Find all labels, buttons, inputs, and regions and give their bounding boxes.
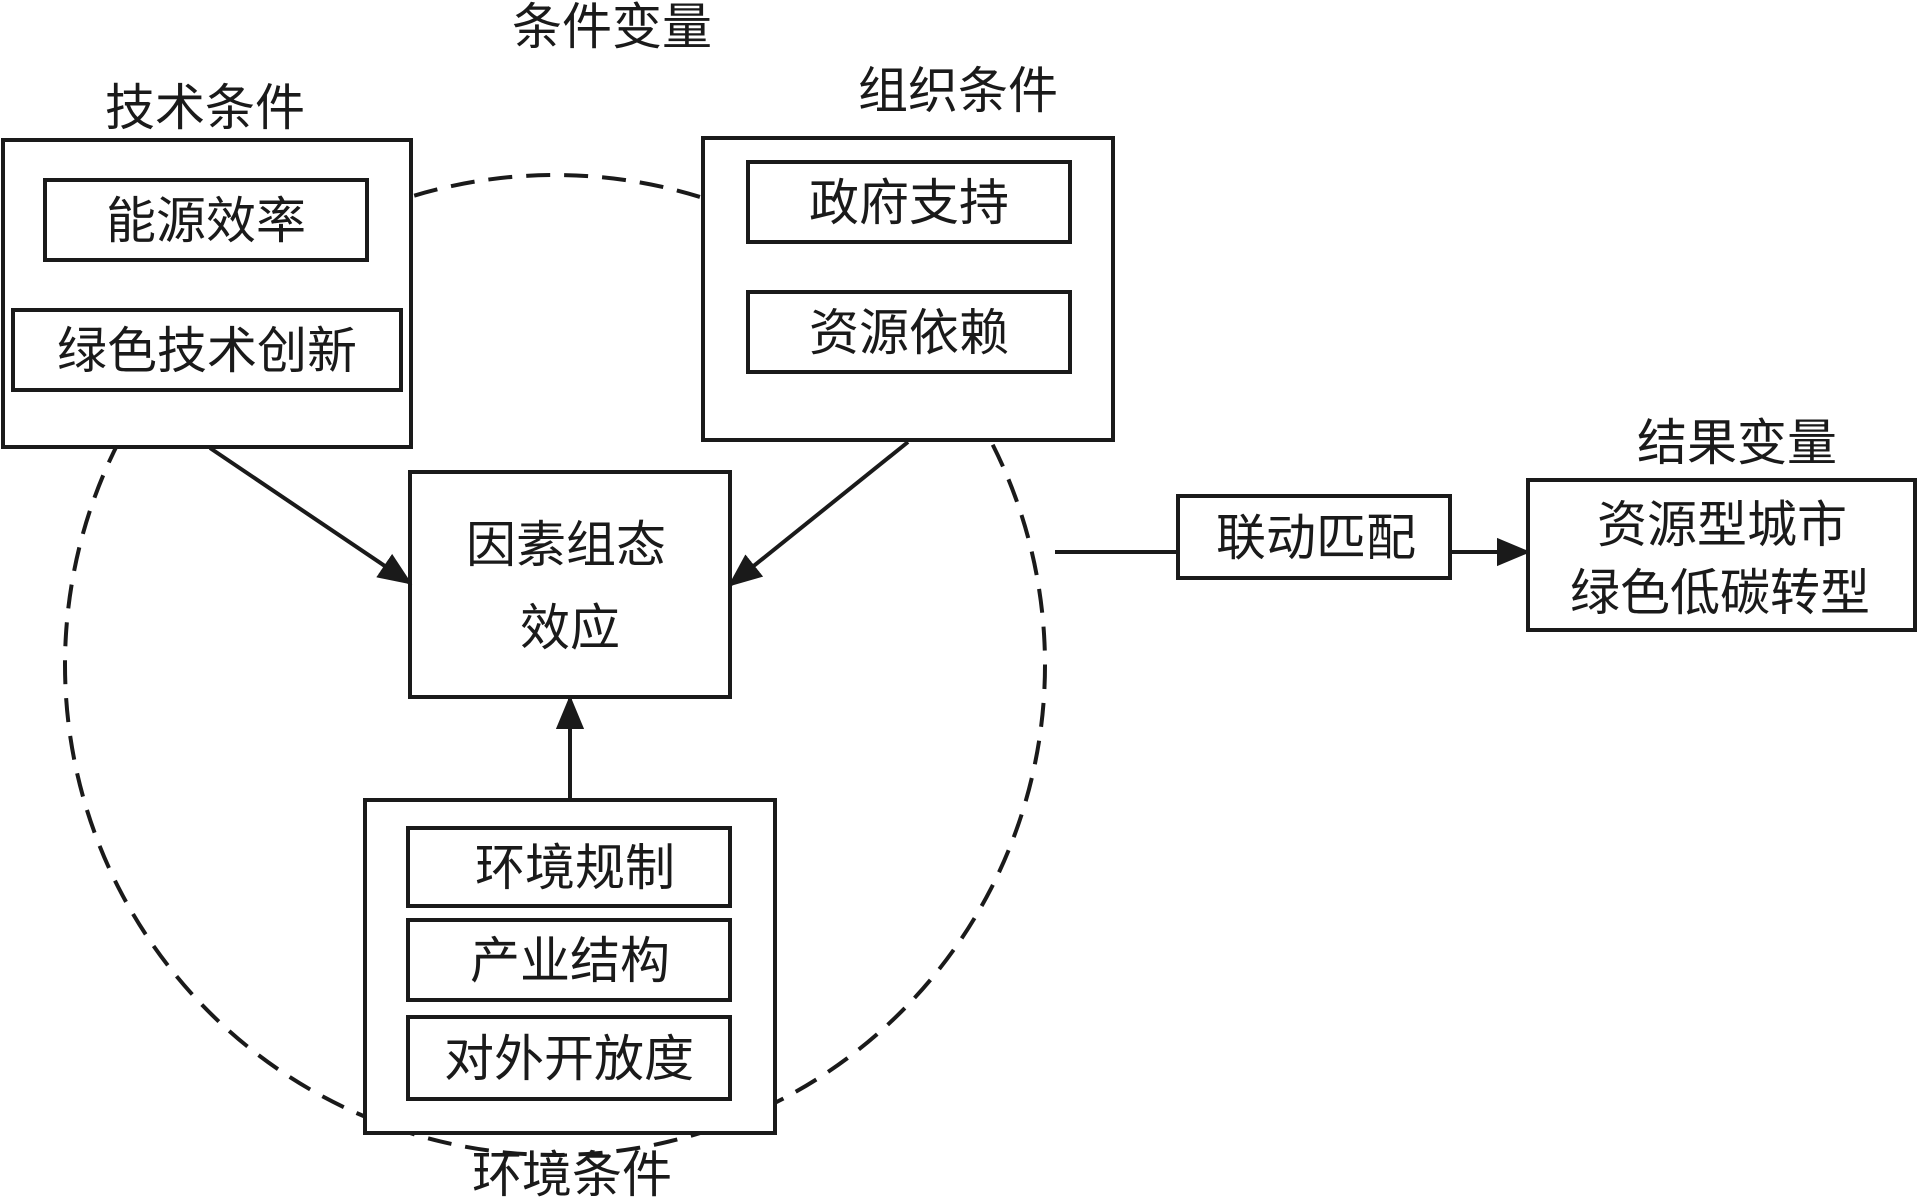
outcome-line2: 绿色低碳转型 bbox=[1570, 564, 1870, 622]
tech-item-energy-efficiency: 能源效率 bbox=[106, 192, 306, 250]
outcome-box bbox=[1526, 478, 1917, 632]
tech-item-box-energy-efficiency bbox=[43, 178, 369, 262]
outcome-line1: 资源型城市 bbox=[1597, 496, 1847, 554]
env-item-openness: 对外开放度 bbox=[444, 1030, 694, 1088]
configuration-effect-line1: 因素组态 bbox=[466, 516, 666, 574]
technology-conditions-title: 技术条件 bbox=[105, 79, 305, 137]
condition-variables-title: 条件变量 bbox=[512, 0, 712, 56]
organization-conditions-title: 组织条件 bbox=[858, 62, 1058, 120]
tech-item-green-innovation: 绿色技术创新 bbox=[57, 322, 357, 380]
tech-item-box-green-innovation bbox=[11, 308, 403, 392]
arrow-technology-to-center bbox=[208, 446, 413, 585]
environment-conditions-title: 环境条件 bbox=[472, 1146, 672, 1203]
org-item-government-support: 政府支持 bbox=[809, 174, 1009, 232]
linkage-box bbox=[1176, 494, 1452, 580]
org-item-box-resource-dependence bbox=[746, 290, 1072, 374]
env-item-box-industrial-structure bbox=[406, 918, 732, 1002]
env-item-box-environmental-regulation bbox=[406, 826, 732, 908]
configuration-effect-box bbox=[408, 470, 732, 699]
configuration-effect-line2: 效应 bbox=[520, 599, 620, 657]
condition-group-dashed-circle bbox=[63, 173, 1047, 1157]
env-item-box-openness bbox=[406, 1015, 732, 1101]
env-item-industrial-structure: 产业结构 bbox=[470, 932, 670, 990]
arrow-organization-to-center bbox=[727, 440, 910, 587]
linkage-label: 联动匹配 bbox=[1216, 509, 1416, 567]
org-item-resource-dependence: 资源依赖 bbox=[809, 304, 1009, 362]
outcome-variable-title: 结果变量 bbox=[1637, 414, 1837, 472]
env-item-environmental-regulation: 环境规制 bbox=[475, 839, 675, 897]
org-item-box-government-support bbox=[746, 160, 1072, 244]
